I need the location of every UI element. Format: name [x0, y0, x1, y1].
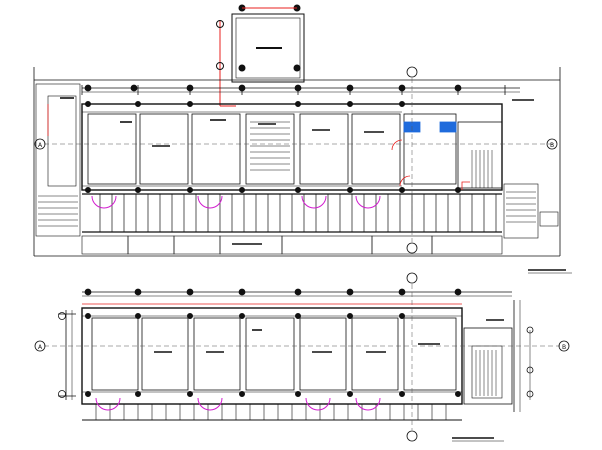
- room: [299, 113, 349, 185]
- toilet-block: [403, 113, 457, 185]
- stair-block: [463, 327, 513, 405]
- verandah-railing: [99, 194, 497, 232]
- room: [191, 113, 241, 185]
- stair-treads: [471, 150, 493, 188]
- right-stair-treads: [506, 191, 536, 223]
- grid-bubble-icon: [406, 242, 418, 254]
- room: [193, 317, 241, 391]
- room: [141, 317, 189, 391]
- upper-tower: [216, 4, 305, 107]
- tower-column-marker: [238, 64, 246, 72]
- grid-bubble-label: B: [562, 344, 566, 351]
- door-arcs: [95, 397, 381, 411]
- room: [351, 113, 401, 185]
- door-swing: [391, 139, 403, 151]
- room: [403, 317, 457, 391]
- toilet-fixture: [439, 121, 457, 133]
- grid-bubble-label: A: [38, 142, 43, 149]
- column-markers-top: [84, 288, 462, 296]
- upper-floor-plan: A B: [33, 66, 572, 274]
- column-markers-top: [84, 84, 462, 92]
- grid-bubble-icon: [406, 430, 418, 442]
- grid-bubble-b-icon: [546, 138, 558, 150]
- door-swing: [399, 175, 411, 187]
- left-stair-treads: [38, 195, 78, 227]
- room: [139, 113, 189, 185]
- grid-bubble-icon: [406, 66, 418, 78]
- grid-bubble-b-icon: [558, 340, 570, 352]
- grid-bubble-a-icon: [34, 340, 46, 352]
- verandah-railing: [95, 404, 447, 420]
- door-arcs: [91, 195, 381, 209]
- column-markers-row: [85, 101, 461, 193]
- column-markers-row: [85, 312, 461, 397]
- room-labels: [120, 119, 384, 147]
- room-labels: [154, 329, 440, 353]
- dimension-ticks-top: [81, 85, 506, 95]
- room: [351, 317, 399, 391]
- stair-treads: [475, 350, 497, 396]
- grid-bubble-a-icon: [34, 138, 46, 150]
- lower-floor-plan: A B: [34, 272, 570, 442]
- room: [245, 317, 295, 391]
- room: [87, 113, 137, 185]
- room: [91, 317, 139, 391]
- grid-bubble: [216, 20, 224, 28]
- grid-bubble-label: A: [38, 344, 43, 351]
- grid-bubble-label: B: [550, 142, 554, 149]
- stair-treads: [250, 121, 290, 171]
- grid-bubble: [216, 62, 224, 70]
- room: [299, 317, 347, 391]
- stair-room: [245, 113, 295, 185]
- tower-column-marker: [293, 64, 301, 72]
- grid-bubble-icon: [406, 272, 418, 284]
